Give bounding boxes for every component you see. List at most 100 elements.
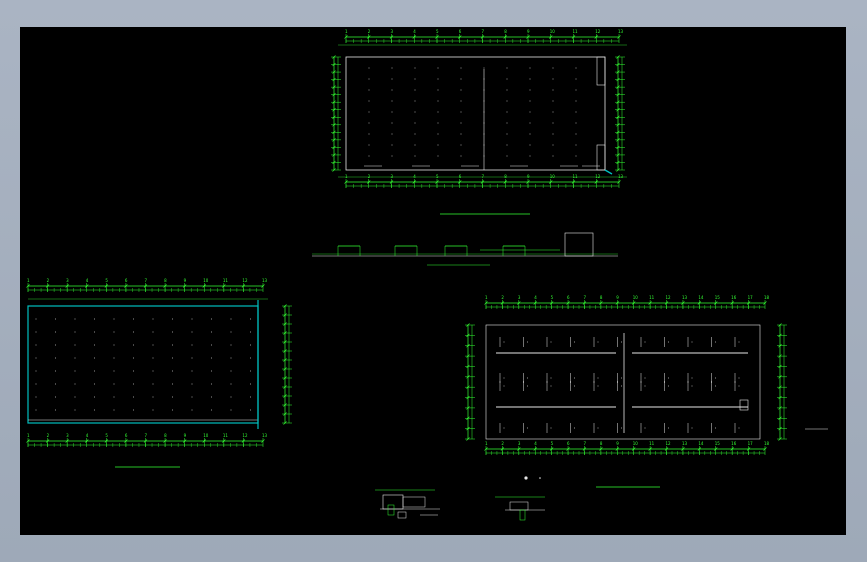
left-plan-dim-top-slash (26, 284, 30, 288)
top-plan-column (506, 122, 508, 124)
top-plan-dim-right-slash (616, 153, 620, 157)
right-plan-dim-bottom-grid-label: 8 (600, 441, 603, 446)
top-plan-column (575, 133, 577, 135)
top-plan-column (368, 144, 370, 146)
top-plan-dim-top-grid-label: 6 (459, 29, 462, 34)
right-plan-dim-bottom-grid-label: 1 (485, 441, 488, 446)
left-plan-wall (27, 305, 259, 424)
top-plan-dim-top-slash (617, 35, 621, 39)
right-plan-dim-left-slash (466, 354, 470, 358)
top-plan-column (414, 144, 416, 146)
left-plan-column (94, 357, 95, 359)
left-plan-dim-bottom-slash (182, 439, 187, 443)
top-plan-column (506, 155, 508, 157)
top-plan-column (368, 89, 370, 91)
left-plan-dim-right-slash (283, 394, 287, 398)
right-plan-column (738, 341, 740, 343)
left-plan-column (250, 396, 251, 398)
top-plan-dim-left-slash (332, 123, 336, 127)
right-plan-dim-left-slash (466, 426, 470, 431)
left-plan-column (35, 370, 37, 372)
top-plan-column (437, 89, 439, 91)
left-plan-column (211, 383, 212, 385)
left-plan-dim-bottom-grid-label: 3 (66, 433, 69, 438)
right-plan-dim-top-grid-label: 12 (666, 295, 672, 300)
left-plan-column (172, 344, 173, 346)
right-plan-dim-bottom-grid-label: 9 (616, 441, 619, 446)
right-plan-dim-top-grid-label: 3 (518, 295, 521, 300)
left-plan-dim-right-slash (283, 304, 287, 308)
left-plan-dim-top-slash (143, 284, 148, 288)
right-plan-column (550, 341, 552, 343)
left-plan-dim-right-slash (283, 376, 287, 380)
top-plan-column (368, 67, 370, 69)
left-plan-dim-top-grid-label: 2 (47, 278, 50, 283)
top-plan-dim-top-grid-label: 5 (436, 29, 439, 34)
top-plan-column (483, 133, 485, 135)
top-plan-column (552, 89, 554, 91)
top-plan-dim-bottom-grid-label: 8 (504, 174, 507, 179)
left-plan-dim-right-slash (283, 340, 287, 344)
legend-marker (524, 476, 528, 480)
left-plan-column (74, 357, 76, 359)
right-plan-dim-bottom-slash (714, 447, 718, 451)
right-plan-dim-bottom-grid-label: 7 (583, 441, 586, 446)
top-plan-dim-top-slash (526, 35, 530, 39)
right-plan-dim-left-slash (466, 385, 470, 389)
right-plan-column (621, 377, 622, 379)
top-plan-column (506, 133, 508, 135)
left-plan-column (35, 409, 37, 411)
top-plan-dim-bottom-grid-label: 12 (595, 174, 601, 179)
top-plan-dim-top-grid-label: 7 (482, 29, 485, 34)
right-plan-column (621, 385, 622, 387)
right-plan-column (691, 385, 693, 387)
right-plan-column (691, 341, 693, 343)
top-plan-dim-right-slash (616, 55, 620, 59)
left-plan-dim-top-slash (241, 284, 246, 288)
top-plan-dim-left-slash (332, 145, 336, 150)
right-plan-dim-top-slash (730, 301, 734, 305)
left-plan-column (152, 396, 154, 398)
top-plan-column (483, 100, 485, 102)
top-plan-dim-top-slash (458, 35, 462, 39)
left-plan-dim-bottom-slash (104, 439, 109, 443)
left-plan-dim-right-slash (283, 421, 287, 425)
right-plan-dim-left-slash (466, 323, 470, 327)
left-plan-column (35, 396, 37, 398)
left-plan-column (250, 370, 251, 372)
left-plan-column (250, 331, 251, 333)
top-plan-dim-right-slash (616, 130, 620, 135)
right-plan-column (715, 385, 716, 387)
top-plan-stair (596, 144, 606, 171)
top-plan-column (460, 155, 462, 157)
top-plan-column (391, 67, 393, 69)
right-plan-dim-left-slash (466, 364, 470, 369)
right-plan-dim-bottom-grid-label: 10 (633, 441, 639, 446)
right-plan-dim-right-slash (778, 416, 782, 420)
left-plan-dim-bottom-slash (124, 439, 128, 443)
left-plan-column (133, 409, 134, 411)
left-plan-column (35, 357, 37, 359)
top-plan-dim-top-slash (435, 35, 439, 39)
right-plan-dim-bottom-slash (664, 447, 669, 451)
top-plan-column (529, 89, 531, 91)
left-plan-dim-top-grid-label: 1 (27, 278, 30, 283)
left-plan-column (113, 357, 115, 359)
top-plan-column (483, 155, 485, 157)
left-plan-column (74, 396, 76, 398)
top-plan-dim-right-slash (616, 123, 620, 127)
top-plan-column (460, 67, 462, 69)
right-plan-column (644, 427, 646, 429)
top-plan-column (483, 144, 485, 146)
right-plan-column (644, 341, 646, 343)
top-plan-column (483, 111, 485, 113)
right-plan-column (550, 377, 552, 379)
top-plan-dim-bottom-slash (549, 180, 553, 184)
left-plan-column (211, 396, 212, 398)
top-plan-dim-top-slash (412, 35, 416, 39)
top-plan-column (575, 155, 577, 157)
top-plan-column (506, 111, 508, 113)
top-plan-column (529, 111, 531, 113)
left-plan-column (152, 383, 154, 385)
